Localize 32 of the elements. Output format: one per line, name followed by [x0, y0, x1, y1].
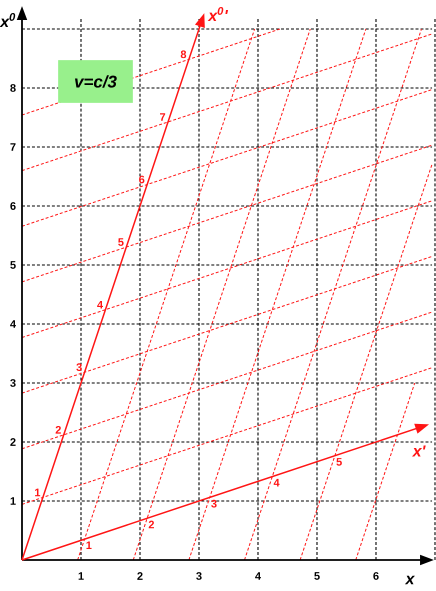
tick-label: 3 [10, 379, 16, 387]
tick-label: 4 [255, 572, 261, 580]
tick-label: 5 [118, 238, 124, 246]
tick-label: 1 [78, 572, 84, 580]
tick-label: 8 [10, 84, 16, 92]
tick-label: 2 [56, 426, 61, 434]
tick-label: 2 [10, 438, 16, 446]
tick-label: 4 [10, 320, 16, 328]
tick-label: 5 [10, 261, 16, 269]
axis-label: x' [412, 446, 426, 456]
axis-label: x [404, 576, 415, 584]
tick-label: 3 [76, 363, 82, 372]
axis-label: x$^{0}$ [0, 12, 16, 28]
tick-label: 4 [274, 478, 280, 486]
tick-label: 6 [373, 572, 379, 580]
tick-label: 6 [139, 176, 144, 184]
tick-label: 4 [97, 300, 103, 308]
tick-label: 1 [86, 542, 92, 550]
tick-label: 2 [137, 572, 143, 580]
tick-label: 2 [148, 520, 154, 528]
tick-label: 5 [336, 458, 342, 466]
tick-label: 1 [10, 497, 16, 505]
tick-label: 1 [35, 488, 40, 496]
tick-label: 8 [180, 50, 186, 58]
axis-label: x$^{0}$' [208, 6, 228, 22]
tick-label: 7 [10, 143, 16, 151]
tick-label: 5 [314, 572, 320, 580]
tick-label: 7 [160, 113, 166, 121]
velocity-box: v=c/3 [58, 60, 133, 103]
tick-label: 3 [196, 572, 202, 580]
tick-label: 6 [10, 202, 16, 210]
tick-label: 3 [211, 500, 217, 508]
